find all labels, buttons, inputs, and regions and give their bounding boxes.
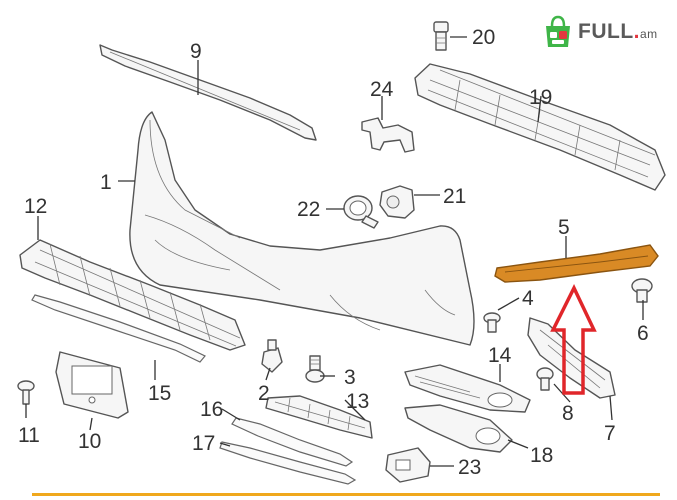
part-6-clip [631, 278, 653, 303]
part-2-clip [261, 339, 283, 373]
callout-21: 21 [443, 185, 466, 208]
callout-4: 4 [522, 287, 534, 310]
part-22-sensor-ring [343, 195, 379, 229]
callout-24: 24 [370, 78, 394, 101]
callout-16: 16 [200, 398, 223, 421]
callout-11: 11 [18, 424, 40, 447]
callout-23: 23 [458, 456, 481, 479]
callout-18: 18 [530, 444, 553, 467]
callout-12: 12 [24, 195, 47, 218]
callout-14: 14 [488, 344, 512, 367]
callout-3: 3 [344, 366, 356, 389]
part-15-lower-strip [31, 294, 206, 363]
part-23-connector [385, 447, 431, 483]
callout-9: 9 [190, 40, 202, 63]
callout-2: 2 [258, 382, 270, 405]
part-7-side-spacer [527, 317, 616, 399]
callout-20: 20 [472, 26, 495, 49]
callout-5: 5 [558, 216, 570, 239]
part-21-sensor [379, 185, 415, 219]
logo-brand: FULL [578, 20, 634, 43]
part-8-clip [536, 367, 554, 391]
part-19-reinforcement [414, 63, 666, 191]
highlight-arrow [550, 284, 597, 395]
callout-6: 6 [637, 322, 649, 345]
callout-1: 1 [100, 171, 112, 194]
bottom-accent-rule [32, 493, 660, 496]
part-18-fog-cover [404, 404, 513, 453]
part-11-screw [17, 380, 35, 405]
part-5-side-bracket [494, 244, 659, 283]
logo-wordmark: FULL.am [578, 20, 658, 44]
callout-19: 19 [529, 86, 552, 109]
callout-13: 13 [346, 390, 369, 413]
site-logo[interactable]: FULL.am [540, 14, 668, 50]
callout-10: 10 [78, 430, 101, 453]
logo-tld: am [640, 27, 658, 41]
callout-22: 22 [297, 198, 320, 221]
part-10-plate-bracket [55, 351, 129, 419]
logo-dot: . [633, 20, 640, 43]
part-24-bracket [361, 117, 415, 153]
part-1-bumper-cover [129, 111, 475, 346]
part-9-upper-bracket [99, 44, 317, 141]
part-4-clip [483, 312, 501, 333]
callout-15: 15 [148, 382, 171, 405]
part-3-bolt [305, 355, 325, 383]
part-20-clip [433, 21, 449, 51]
part-13-inner-grille [265, 395, 373, 439]
leader-lines [25, 36, 644, 467]
callout-7: 7 [604, 422, 616, 445]
callout-17: 17 [192, 432, 215, 455]
part-17-lower-molding [219, 441, 357, 485]
part-14-fog-garnish [404, 364, 531, 413]
callout-8: 8 [562, 402, 574, 425]
part-12-lower-grille [19, 239, 246, 351]
shopping-bag-icon [546, 15, 570, 47]
callout-labels: 9 20 24 19 1 12 22 21 5 4 6 14 3 15 2 8 … [18, 26, 649, 479]
part-16-molding [231, 417, 354, 467]
